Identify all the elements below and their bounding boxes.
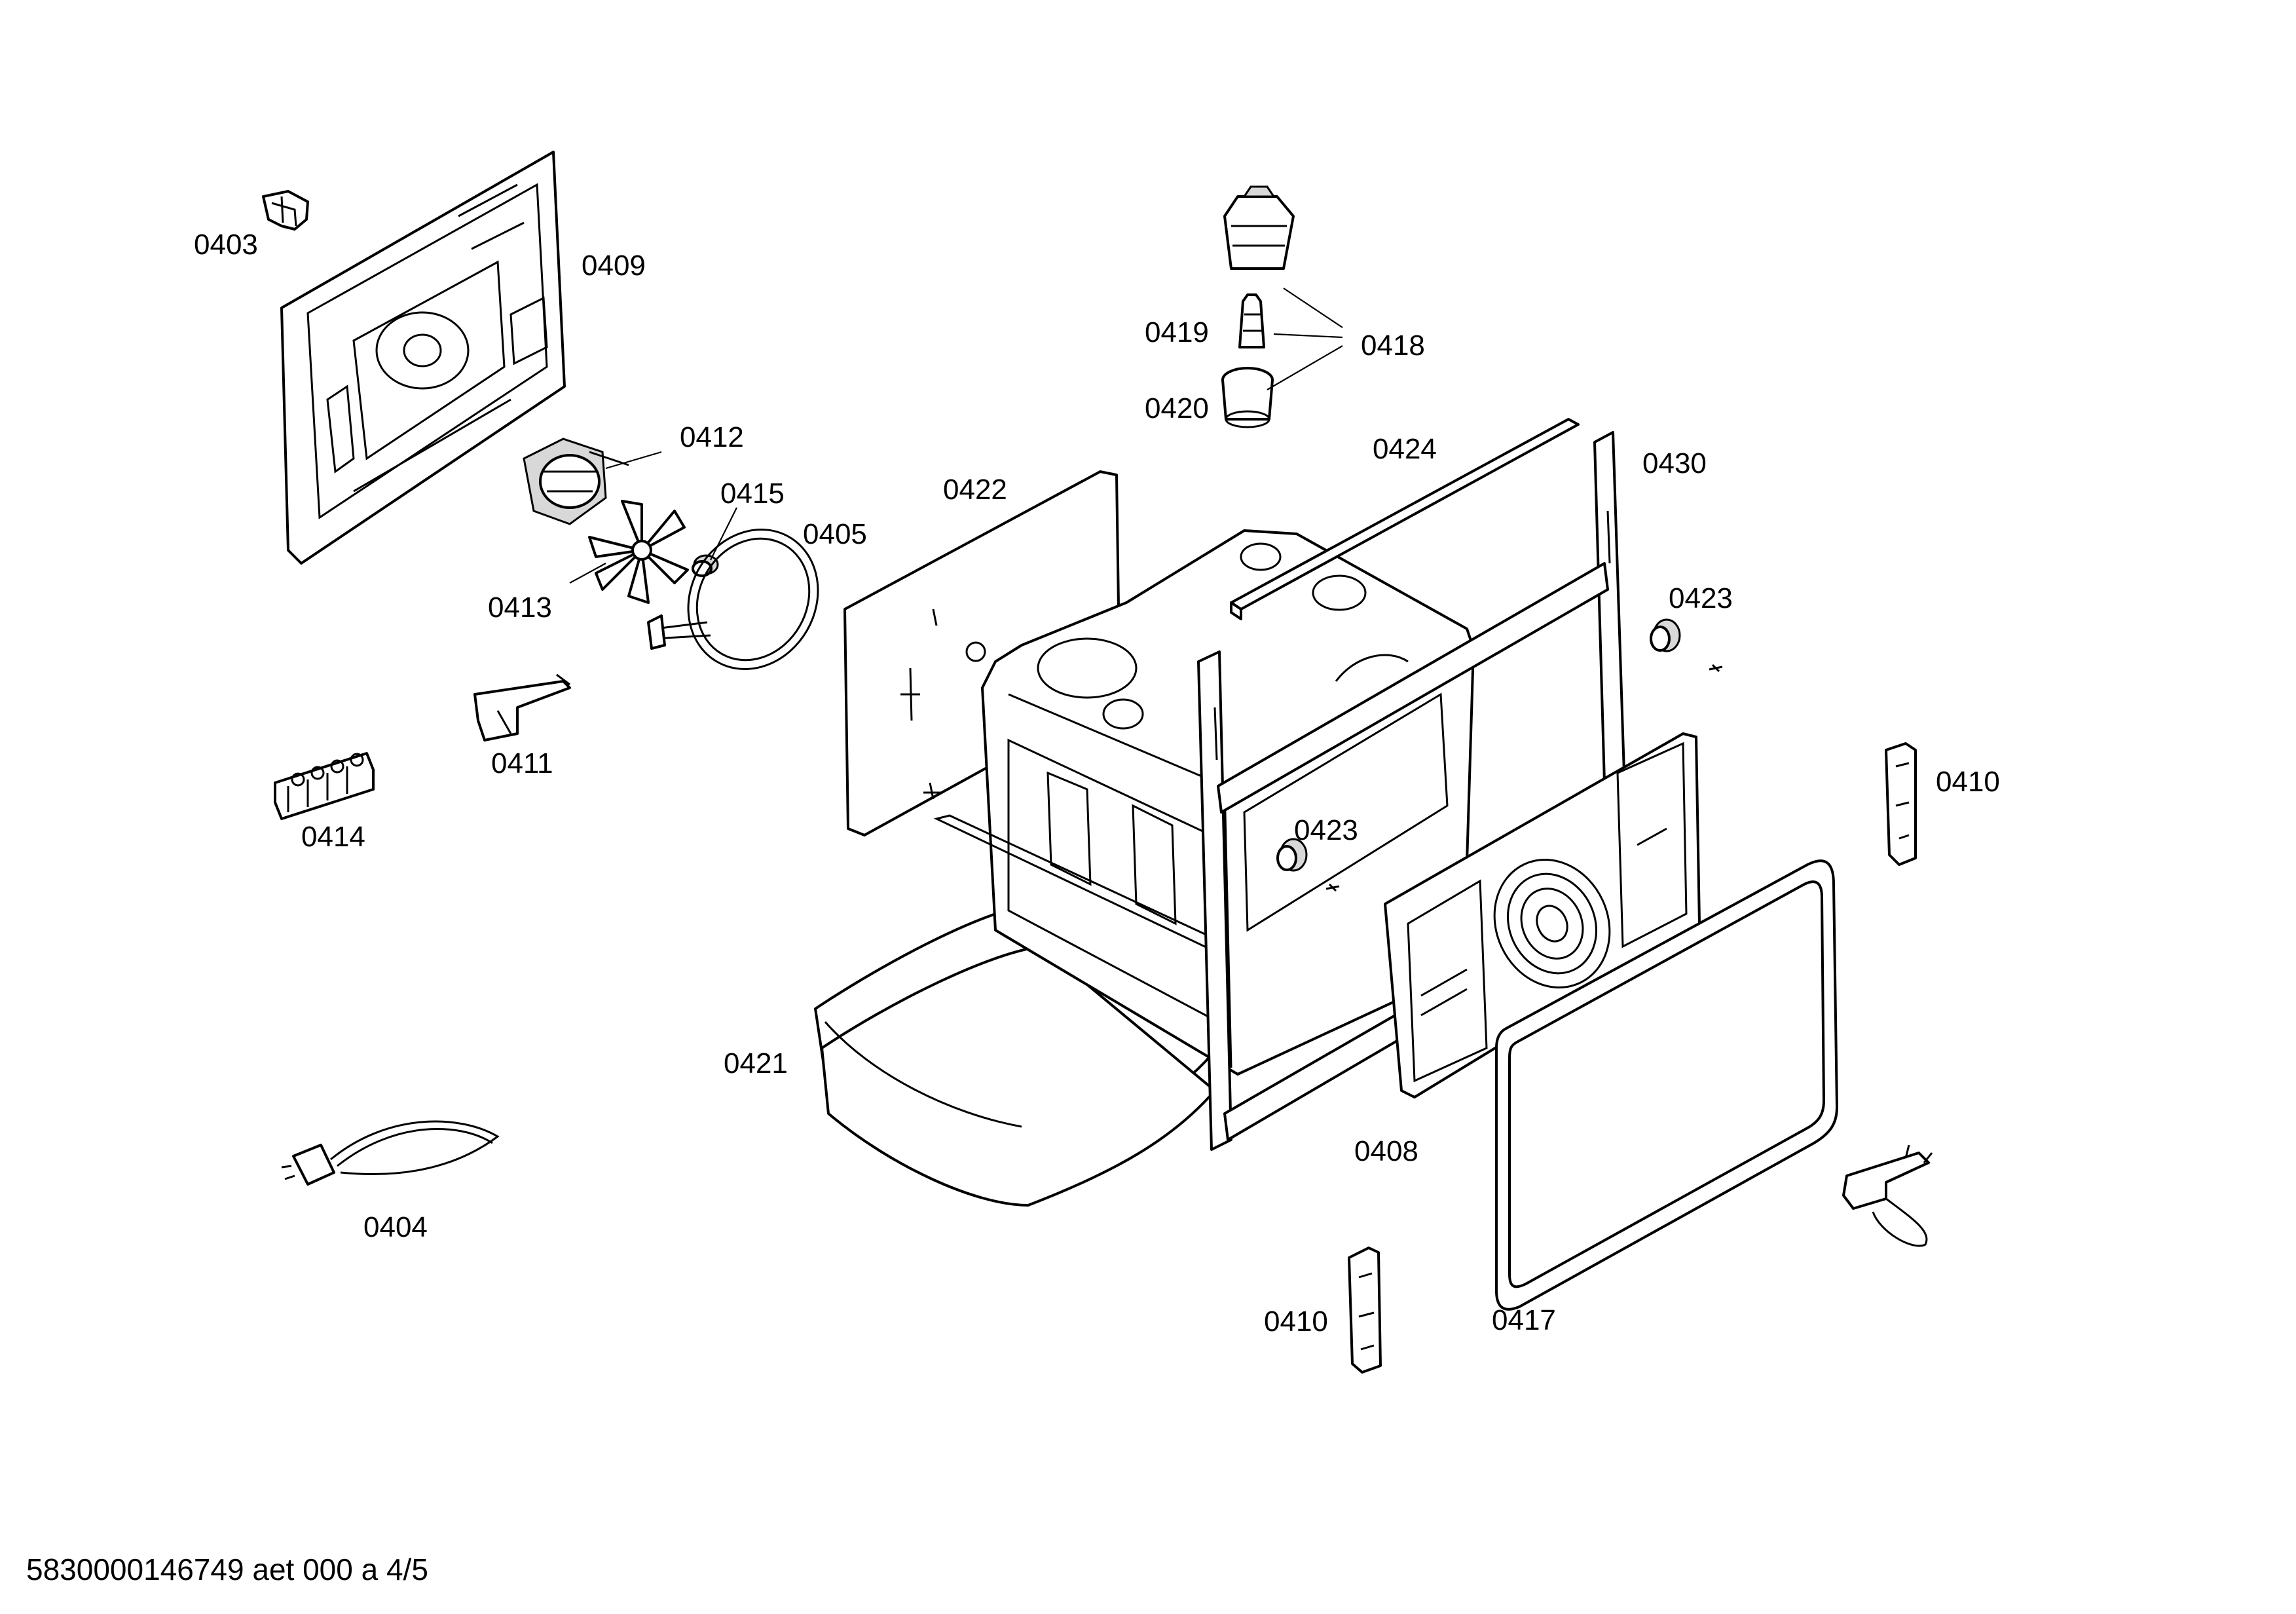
part-0420-lamp-cover: [1221, 367, 1274, 428]
label-0419: 0419: [1145, 316, 1209, 348]
label-0411: 0411: [491, 747, 553, 779]
part-0414-terminal-block: [274, 752, 375, 820]
label-0405: 0405: [803, 518, 867, 550]
label-0423-right: 0423: [1669, 582, 1733, 614]
label-0422: 0422: [943, 474, 1007, 506]
label-0414: 0414: [301, 821, 365, 853]
label-0415: 0415: [720, 478, 785, 510]
part-0419-lamp-bulb: [1238, 293, 1265, 348]
label-0410-right: 0410: [1936, 766, 2000, 798]
part-labels: 0403 0409 0412 0415 0405 0413 0411 0414 …: [194, 229, 2000, 1338]
label-0409: 0409: [582, 250, 646, 282]
label-0420: 0420: [1145, 392, 1209, 424]
label-0403: 0403: [194, 229, 258, 261]
part-0410-hinge-bottom: [1348, 1247, 1382, 1374]
label-0417: 0417: [1492, 1304, 1556, 1336]
label-0413: 0413: [488, 591, 552, 624]
part-0423-cap-center: [1276, 838, 1340, 892]
leader-lines: [569, 288, 1343, 584]
part-0423-cap-right: [1650, 618, 1723, 673]
part-0404-power-cord: [281, 1120, 500, 1186]
part-0412-fan-motor: [523, 438, 629, 525]
part-0418-lamp-housing: [1223, 185, 1295, 270]
part-0413-fan-blade: [588, 500, 689, 604]
footer-document-code: 5830000146749 aet 000 a 4/5: [26, 1552, 428, 1586]
label-0430: 0430: [1642, 447, 1707, 479]
part-0424-top-rail: [1230, 418, 1580, 620]
part-0409-rear-panel: [280, 151, 566, 565]
label-0423-center: 0423: [1294, 814, 1358, 846]
part-0411-bracket: [473, 673, 571, 741]
part-0405-circular-heater: [647, 529, 819, 670]
label-0412: 0412: [680, 421, 744, 453]
label-0408: 0408: [1354, 1135, 1418, 1167]
part-0410-hinge-right: [1885, 742, 1917, 866]
label-0421: 0421: [724, 1047, 788, 1079]
part-0421-insulation: [814, 903, 1216, 1207]
part-bracket-with-wire: [1842, 1144, 1933, 1247]
label-0404: 0404: [363, 1211, 428, 1243]
part-0417-door-gasket: [1495, 859, 1838, 1311]
label-0424: 0424: [1373, 433, 1437, 465]
label-0410-bottom: 0410: [1264, 1305, 1328, 1338]
label-0418: 0418: [1361, 329, 1425, 362]
part-0403-clip: [262, 190, 309, 231]
